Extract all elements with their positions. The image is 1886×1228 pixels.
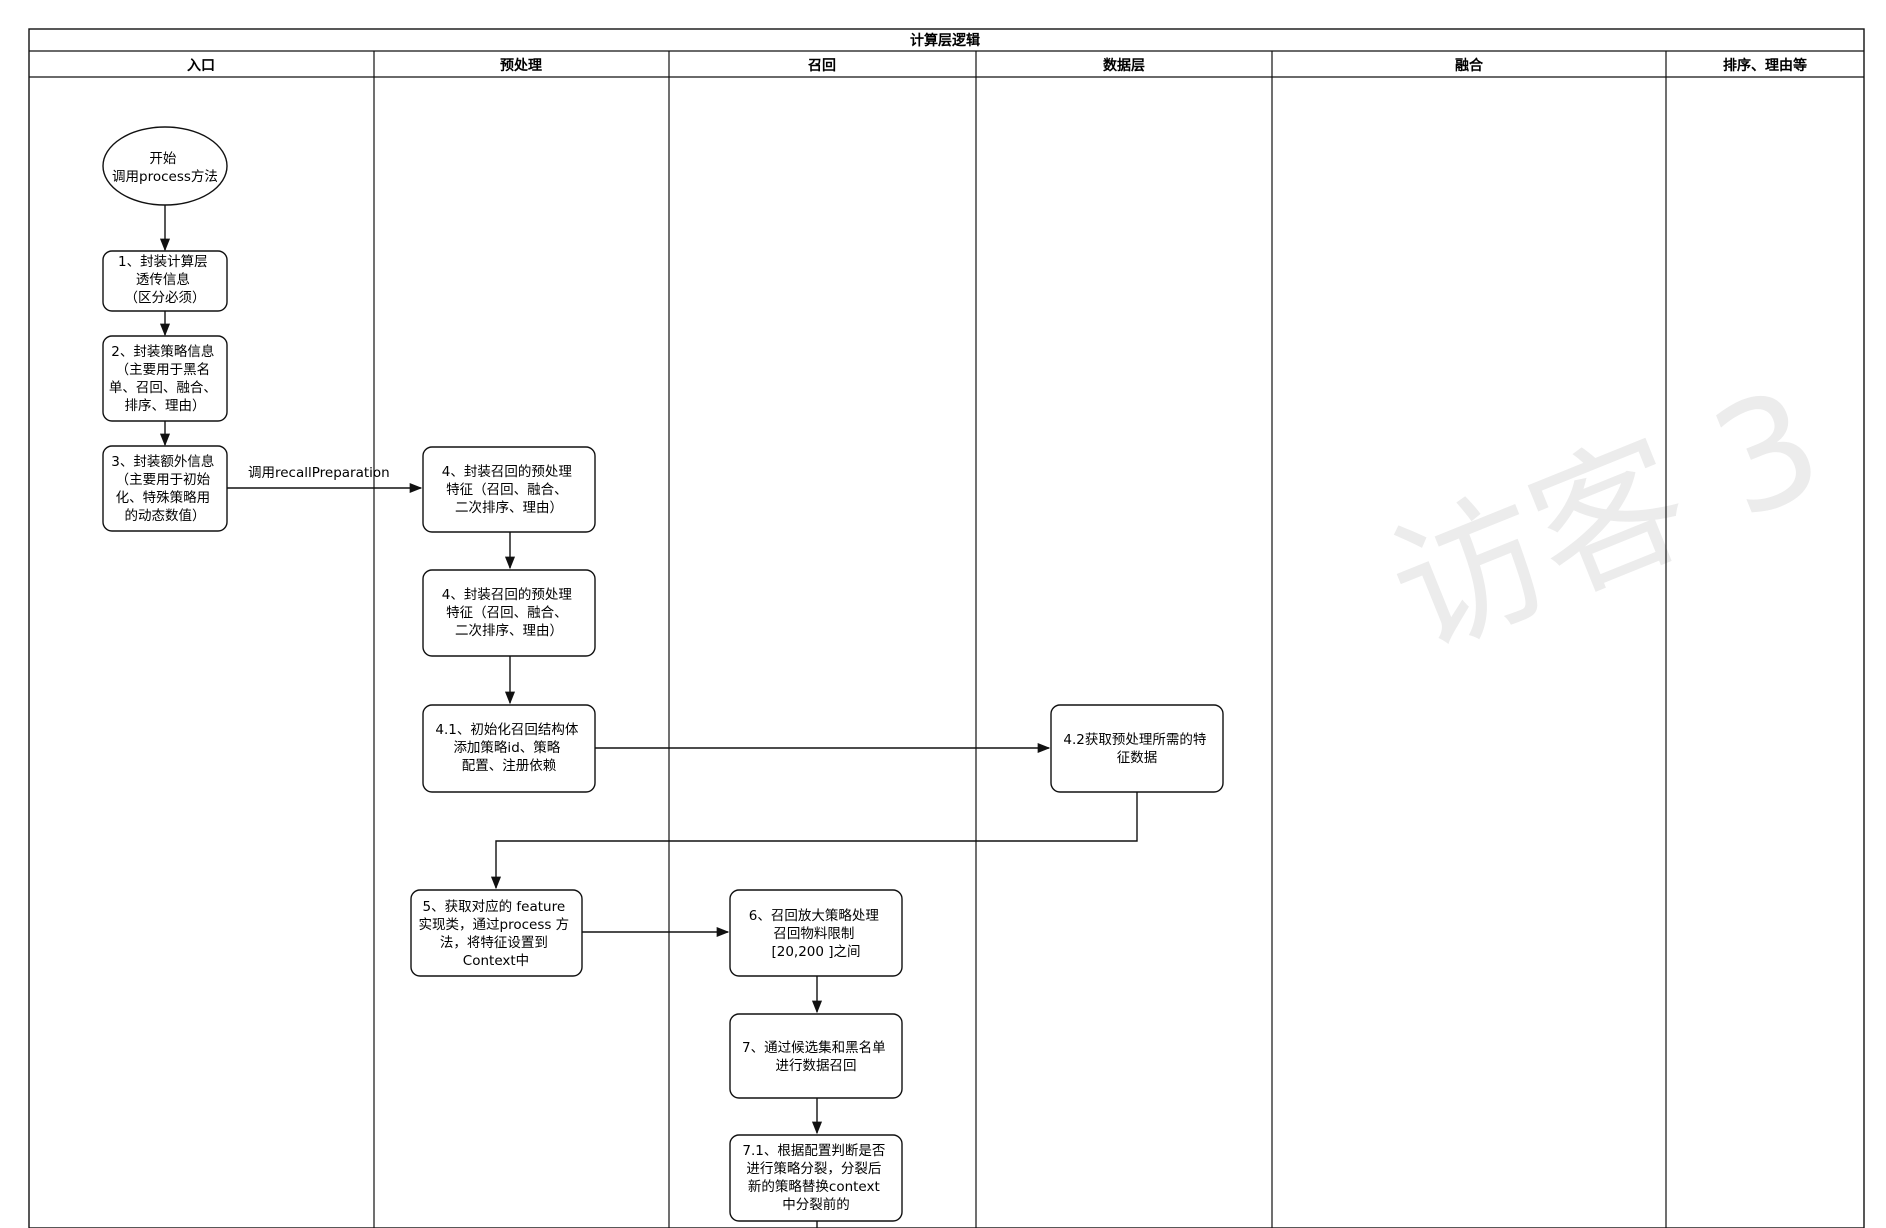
step-4a-label-line: 二次排序、理由）	[455, 500, 563, 516]
step-3-node[interactable]	[102, 445, 228, 532]
step-4a-label-line: 4、封装召回的预处理	[442, 464, 573, 480]
edge-label-recall-preparation: 调用recallPreparation	[248, 465, 390, 481]
start-label-line: 调用process方法	[112, 169, 218, 185]
lane-header-entry: 入口	[187, 58, 215, 74]
edge-step4-2-step5	[490, 792, 1138, 890]
lane-header-preprocess: 预处理	[500, 57, 542, 74]
step-4-2-label: 4.2获取预处理所需的特 征数据	[1063, 732, 1210, 766]
step-3-label-line: （主要用于初始	[116, 471, 211, 488]
step-2-node[interactable]	[102, 335, 228, 422]
step-7-1-node[interactable]	[729, 1134, 903, 1222]
step-1-label: 1、封装计算层 透传信息 （区分必须）	[118, 254, 212, 306]
step-2-label-line: 排序、理由）	[125, 398, 206, 414]
step-3-label-line: 化、特殊策略用	[116, 489, 211, 506]
diagram-title: 计算层逻辑	[910, 32, 980, 49]
step-4b-label-line: 特征（召回、融合、	[446, 605, 568, 621]
node-labels: 开始 调用process方法 1、封装计算层 透传信息 （区分必须） 2、封装策…	[109, 151, 1210, 1213]
step-7-label-line: 进行数据召回	[776, 1058, 857, 1074]
step-6-label-line: [20,200 ]之间	[771, 944, 860, 960]
step-1-node[interactable]	[102, 250, 228, 312]
step-5-label-line: 5、获取对应的 feature	[423, 898, 566, 915]
lane-header-recall: 召回	[808, 58, 836, 74]
step-4b-label-line: 4、封装召回的预处理	[442, 587, 573, 603]
step-5-label: 5、获取对应的 feature 实现类，通过process 方 法，将特征设置到…	[419, 898, 574, 969]
step-4a-label-line: 特征（召回、融合、	[446, 482, 568, 498]
step-4b-label-line: 二次排序、理由）	[455, 623, 563, 639]
step-5-label-line: 法，将特征设置到	[440, 935, 548, 951]
step-7-label-line: 7、通过候选集和黑名单	[742, 1040, 886, 1056]
step-4-2-label-line: 4.2获取预处理所需的特	[1063, 732, 1206, 748]
step-6-label: 6、召回放大策略处理 召回物料限制 [20,200 ]之间	[749, 907, 883, 960]
step-7-label: 7、通过候选集和黑名单 进行数据召回	[742, 1040, 890, 1074]
step-7-1-label-line: 7.1、根据配置判断是否	[742, 1143, 885, 1159]
step-2-label-line: 单、召回、融合、	[109, 380, 217, 396]
step-1-label-line: （区分必须）	[125, 290, 206, 306]
step-4-1-node[interactable]	[422, 704, 596, 793]
step-7-1-label-line: 新的策略替换context	[748, 1178, 880, 1195]
step-7-1-label-line: 中分裂前的	[782, 1196, 850, 1213]
lane-header-data: 数据层	[1103, 57, 1145, 74]
step-7-1-label: 7.1、根据配置判断是否 进行策略分裂，分裂后 新的策略替换context 中分…	[742, 1143, 889, 1213]
step-5-label-line: 实现类，通过process 方	[419, 917, 570, 933]
step-4b-node[interactable]	[422, 569, 596, 657]
step-2-label: 2、封装策略信息 （主要用于黑名 单、召回、融合、 排序、理由）	[109, 343, 221, 414]
step-4-1-label: 4.1、初始化召回结构体 添加策略id、策略 配置、注册依赖	[435, 721, 582, 774]
lane-header-fusion: 融合	[1455, 57, 1484, 74]
step-4a-node[interactable]	[422, 446, 596, 533]
step-2-label-line: （主要用于黑名	[116, 362, 211, 378]
node-shapes	[102, 126, 1224, 1222]
step-4-1-label-line: 配置、注册依赖	[462, 758, 557, 774]
start-label-line: 开始	[149, 151, 176, 167]
step-1-label-line: 1、封装计算层	[118, 254, 208, 270]
step-5-label-line: Context中	[463, 953, 529, 969]
step-4-1-label-line: 4.1、初始化召回结构体	[435, 721, 578, 738]
step-7-1-label-line: 进行策略分裂，分裂后	[746, 1160, 881, 1177]
step-7-node[interactable]	[729, 1013, 903, 1099]
step-6-node[interactable]	[729, 889, 903, 977]
step-4a-label: 4、封装召回的预处理 特征（召回、融合、 二次排序、理由）	[442, 464, 576, 516]
step-3-label-line: 3、封装额外信息	[111, 453, 214, 470]
step-4-1-label-line: 添加策略id、策略	[453, 739, 560, 756]
lane-headers: 入口 预处理 召回 数据层 融合 排序、理由等	[187, 57, 1807, 74]
lane-dividers	[373, 51, 1667, 1228]
lane-header-rank: 排序、理由等	[1723, 57, 1807, 74]
step-6-label-line: 6、召回放大策略处理	[749, 907, 880, 924]
step-5-node[interactable]	[410, 889, 583, 977]
step-3-label: 3、封装额外信息 （主要用于初始 化、特殊策略用 的动态数值）	[111, 453, 218, 524]
edges	[159, 205, 1138, 1228]
step-6-label-line: 召回物料限制	[773, 926, 854, 942]
step-4-2-label-line: 征数据	[1117, 750, 1158, 766]
step-3-label-line: 的动态数值）	[125, 508, 206, 524]
diagram-frame	[28, 28, 1865, 1228]
step-4-2-node[interactable]	[1050, 704, 1224, 793]
start-node[interactable]	[102, 126, 228, 206]
step-2-label-line: 2、封装策略信息	[111, 343, 214, 360]
start-label: 开始 调用process方法	[112, 151, 218, 185]
step-4b-label: 4、封装召回的预处理 特征（召回、融合、 二次排序、理由）	[442, 587, 576, 639]
step-1-label-line: 透传信息	[136, 271, 190, 288]
watermark: 访客 3	[1368, 356, 1844, 683]
